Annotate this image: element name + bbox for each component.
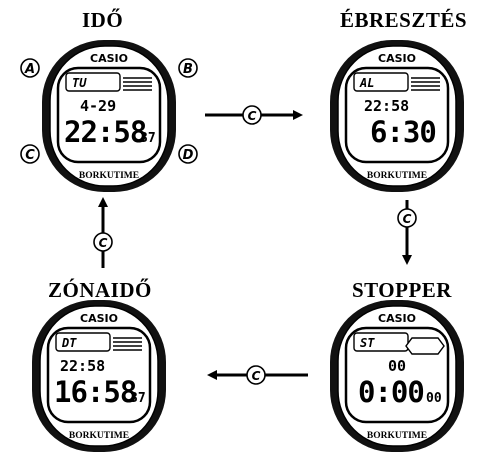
date-display: 4-29 bbox=[80, 97, 116, 115]
stopwatch-display: 0:00 bbox=[358, 375, 424, 409]
button-c-label: C bbox=[252, 369, 261, 383]
lcd-graphic-bars bbox=[411, 77, 440, 91]
title-time: IDŐ bbox=[82, 8, 124, 32]
brand-logo: CASIO bbox=[90, 52, 128, 65]
arrow-stopwatch-to-dualtime: C bbox=[207, 365, 308, 385]
brand-logo: CASIO bbox=[378, 52, 416, 65]
mode-indicator: TU bbox=[72, 76, 87, 90]
svg-text:D: D bbox=[183, 148, 194, 163]
title-stopwatch: STOPPER bbox=[352, 278, 452, 302]
arrow-alarm-to-stopwatch: C bbox=[397, 200, 417, 265]
brand-logo: CASIO bbox=[378, 312, 416, 325]
lcd-graphic-bars bbox=[113, 337, 142, 351]
alarm-time-display: 6:30 bbox=[370, 115, 436, 149]
button-c-label: C bbox=[99, 236, 108, 250]
seconds-display: 37 bbox=[140, 131, 156, 146]
home-time-display: 22:58 bbox=[60, 357, 105, 375]
time-display: 22:58 bbox=[64, 115, 146, 149]
title-alarm: ÉBRESZTÉS bbox=[340, 8, 468, 32]
watch-dualtime: CASIO DT 22:58 16:58 37 BORKUTIME bbox=[32, 300, 166, 452]
svg-text:C: C bbox=[25, 148, 35, 163]
arrow-dualtime-to-time: C bbox=[93, 197, 113, 268]
current-time-display: 22:58 bbox=[364, 97, 409, 115]
button-a[interactable]: A bbox=[20, 58, 40, 78]
model-label: BORKUTIME bbox=[79, 171, 139, 181]
button-d[interactable]: D bbox=[178, 144, 198, 164]
watch-time: A B C D CASIO TU 4-29 22:58 37 BORKUTIME bbox=[20, 40, 198, 192]
mode-indicator: AL bbox=[359, 76, 374, 90]
watch-stopwatch: CASIO ST 00 0:00 00 BORKUTIME bbox=[330, 300, 464, 452]
brand-logo: CASIO bbox=[80, 312, 118, 325]
seconds-display: 37 bbox=[130, 391, 146, 406]
mode-indicator: ST bbox=[360, 336, 375, 350]
svg-text:A: A bbox=[24, 62, 35, 77]
model-label: BORKUTIME bbox=[367, 171, 427, 181]
title-dualtime: ZÓNAIDŐ bbox=[48, 278, 152, 302]
arrow-time-to-alarm: C bbox=[205, 105, 303, 125]
lcd-graphic-bars bbox=[123, 77, 152, 91]
model-label: BORKUTIME bbox=[367, 431, 427, 441]
model-label: BORKUTIME bbox=[69, 431, 129, 441]
dual-time-display: 16:58 bbox=[54, 375, 136, 409]
svg-text:B: B bbox=[183, 62, 193, 77]
mode-indicator: DT bbox=[61, 336, 77, 350]
button-c-label: C bbox=[403, 212, 412, 226]
lcd-graphic-shape bbox=[405, 337, 445, 355]
lap-display: 00 bbox=[388, 357, 406, 375]
hundredths-display: 00 bbox=[426, 391, 442, 406]
button-b[interactable]: B bbox=[178, 58, 198, 78]
watch-alarm: CASIO AL 22:58 6:30 BORKUTIME bbox=[330, 40, 464, 192]
button-c[interactable]: C bbox=[20, 144, 40, 164]
button-c-label: C bbox=[248, 109, 257, 123]
